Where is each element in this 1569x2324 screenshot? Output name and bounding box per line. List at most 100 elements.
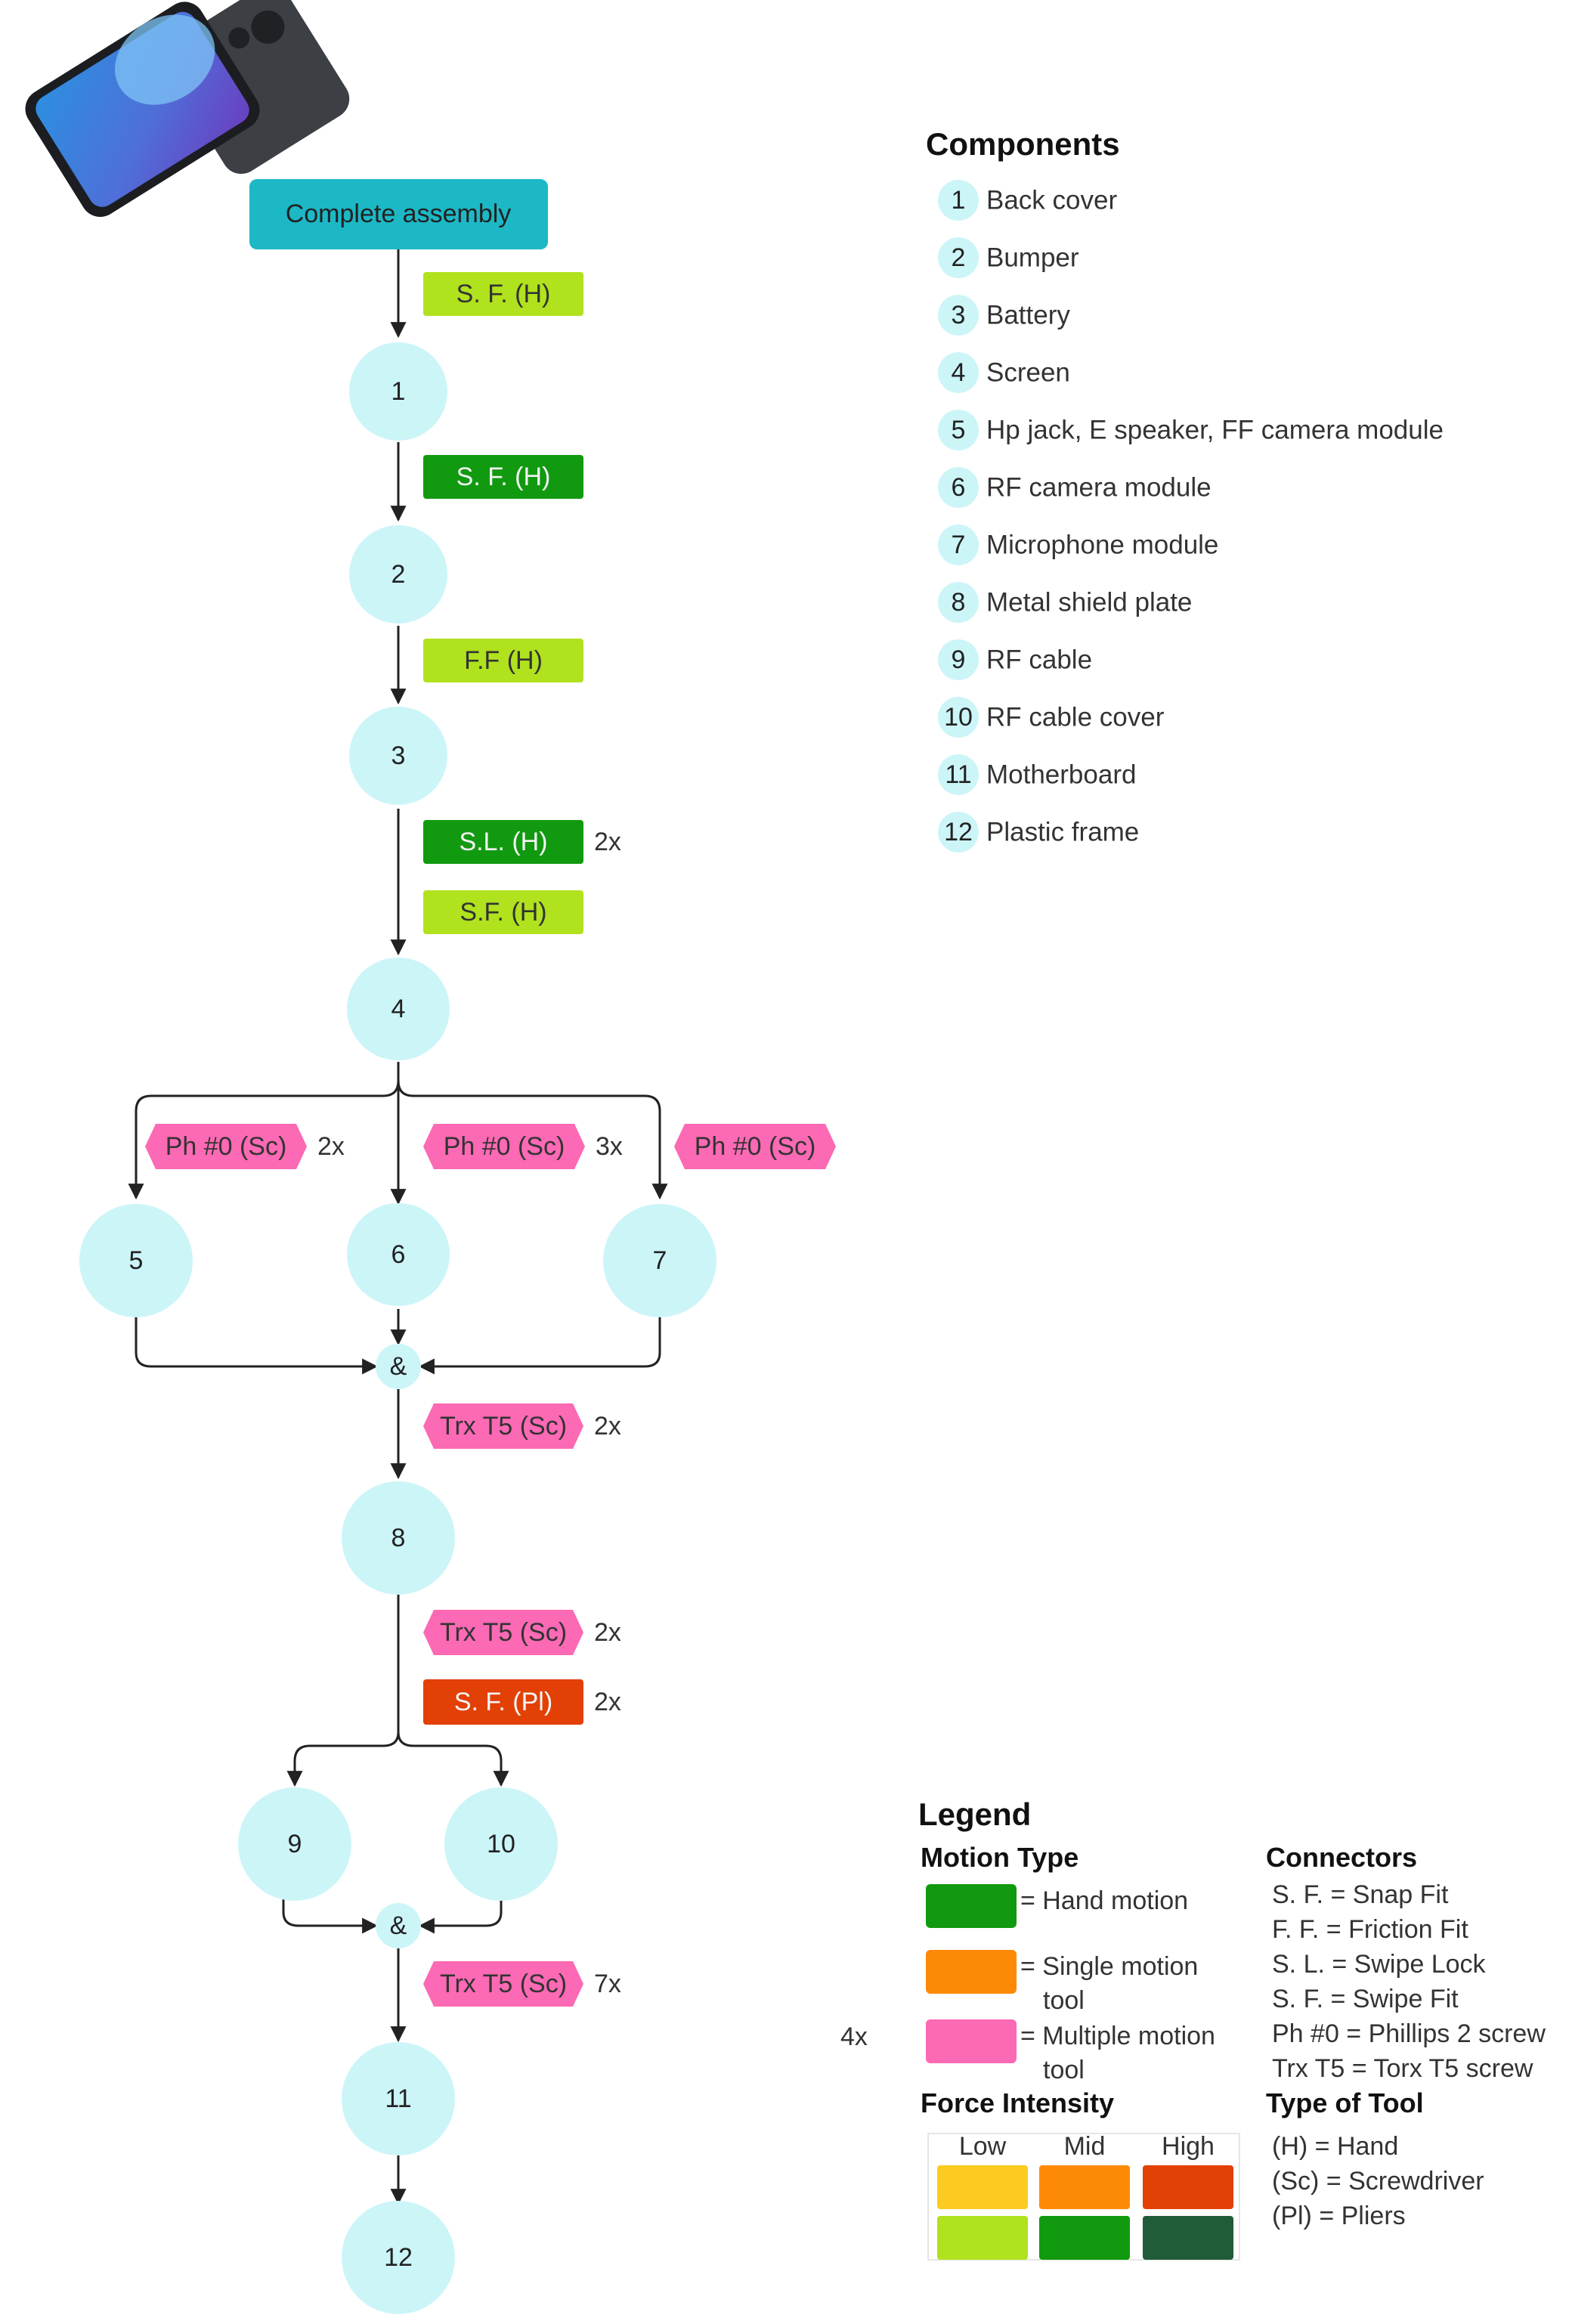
component-item: 5 Hp jack, E speaker, FF camera module xyxy=(938,410,1444,450)
component-number-circle xyxy=(938,697,979,738)
smartphone-image xyxy=(25,0,350,217)
node-circle xyxy=(349,707,447,805)
connector-multiplier: 7x xyxy=(594,1970,621,1998)
component-number-circle xyxy=(938,410,979,450)
component-number-circle xyxy=(938,582,979,623)
node-label: 10 xyxy=(487,1830,515,1858)
connector-label: S. F. (H) xyxy=(423,455,583,499)
component-name: Hp jack, E speaker, FF camera module xyxy=(986,416,1444,445)
connector-badge xyxy=(423,1124,585,1169)
edge-10-junction xyxy=(418,1897,503,1934)
junction-label: & xyxy=(390,1352,407,1381)
node-11: 11 xyxy=(342,2042,455,2155)
node-1: 1 xyxy=(349,342,447,441)
force-swatch xyxy=(937,2216,1028,2260)
connector-multiplier: 2x xyxy=(317,1132,345,1161)
component-number: 6 xyxy=(952,473,966,502)
junctions: && xyxy=(376,1344,421,1948)
components-title: Components xyxy=(926,126,1120,162)
edge-7-junction xyxy=(418,1315,661,1375)
tool-type-legend: (H) = Hand(Sc) = Screwdriver(Pl) = Plier… xyxy=(1272,2132,1484,2230)
connector-multiplier: 2x xyxy=(594,828,621,856)
connector-text: F.F (H) xyxy=(464,646,543,675)
connector-label: S.L. (H) 2x xyxy=(423,820,621,864)
motion-type-text: = Hand motion xyxy=(1020,1886,1188,1915)
connector-multiplier: 2x xyxy=(594,1412,621,1441)
component-number-circle xyxy=(938,352,979,393)
component-item: 8 Metal shield plate xyxy=(938,582,1192,623)
junction-circle xyxy=(376,1344,421,1389)
complete-assembly-box: Complete assembly xyxy=(249,179,548,249)
motion-type-title: Motion Type xyxy=(921,1842,1078,1873)
node-8: 8 xyxy=(342,1481,455,1595)
component-name: Metal shield plate xyxy=(986,588,1192,617)
connector-badge xyxy=(423,1679,583,1725)
component-name: Microphone module xyxy=(986,531,1218,560)
connector-badge xyxy=(423,639,583,682)
force-level-label: High xyxy=(1162,2132,1215,2161)
node-circle xyxy=(349,525,447,624)
node-label: 7 xyxy=(653,1246,667,1275)
component-number-circle xyxy=(938,754,979,795)
connectors-legend-title: Connectors xyxy=(1266,1842,1417,1873)
junction-label: & xyxy=(390,1911,407,1940)
component-number: 9 xyxy=(952,645,966,674)
legend: Legend Motion Type = Hand motion= Single… xyxy=(918,1796,1546,2261)
connector-label: Trx T5 (Sc)2x xyxy=(423,1610,621,1655)
node-9: 9 xyxy=(238,1787,351,1901)
component-name: RF cable xyxy=(986,645,1092,675)
component-number-circle xyxy=(938,295,979,336)
edges xyxy=(128,249,668,2205)
component-number: 4 xyxy=(952,358,966,387)
node-circle xyxy=(238,1787,351,1901)
connector-badge xyxy=(423,272,583,316)
connector-badge xyxy=(674,1124,836,1169)
connector-badge xyxy=(423,455,583,499)
component-number-circle xyxy=(938,525,979,565)
connector-legend-entry: S. F. = Snap Fit xyxy=(1272,1880,1449,1909)
edge-8-9 xyxy=(286,1595,400,1787)
motion-type-text: = Single motion xyxy=(1020,1952,1198,1981)
component-number: 5 xyxy=(952,416,966,444)
node-circle xyxy=(79,1204,193,1317)
component-name: Screen xyxy=(986,358,1070,388)
component-number: 8 xyxy=(952,588,966,617)
node-5: 5 xyxy=(79,1204,193,1317)
component-number: 12 xyxy=(944,818,973,846)
component-name: Bumper xyxy=(986,243,1079,273)
motion-type-item: = Hand motion xyxy=(926,1884,1188,1928)
connector-text: S.L. (H) xyxy=(459,828,547,856)
connector-label: Ph #0 (Sc) xyxy=(674,1124,836,1169)
node-label: 9 xyxy=(288,1830,302,1858)
tool-type-entry: (Pl) = Pliers xyxy=(1272,2202,1406,2230)
edge-8-10 xyxy=(397,1731,509,1787)
node-label: 1 xyxy=(391,377,406,406)
force-swatch xyxy=(1143,2165,1233,2209)
connector-labels: S. F. (H)S. F. (H)F.F (H)S.L. (H)2xS.F. … xyxy=(145,272,836,2007)
node-label: 6 xyxy=(391,1240,406,1269)
component-number-circle xyxy=(938,180,979,221)
tool-type-title: Type of Tool xyxy=(1266,2087,1424,2118)
component-number-circle xyxy=(938,639,979,680)
node-circle xyxy=(349,342,447,441)
force-swatch xyxy=(1039,2216,1130,2260)
connector-badge xyxy=(423,820,583,864)
connector-label: S. F. (H) xyxy=(423,272,583,316)
connector-label: Ph #0 (Sc)2x xyxy=(145,1124,345,1169)
force-intensity-title: Force Intensity xyxy=(921,2087,1114,2118)
node-7: 7 xyxy=(603,1204,716,1317)
connector-label: Ph #0 (Sc)3x xyxy=(423,1124,623,1169)
edge-5-junction xyxy=(135,1315,379,1375)
connector-text: S. F. (H) xyxy=(456,463,551,491)
junction-and: & xyxy=(376,1903,421,1948)
